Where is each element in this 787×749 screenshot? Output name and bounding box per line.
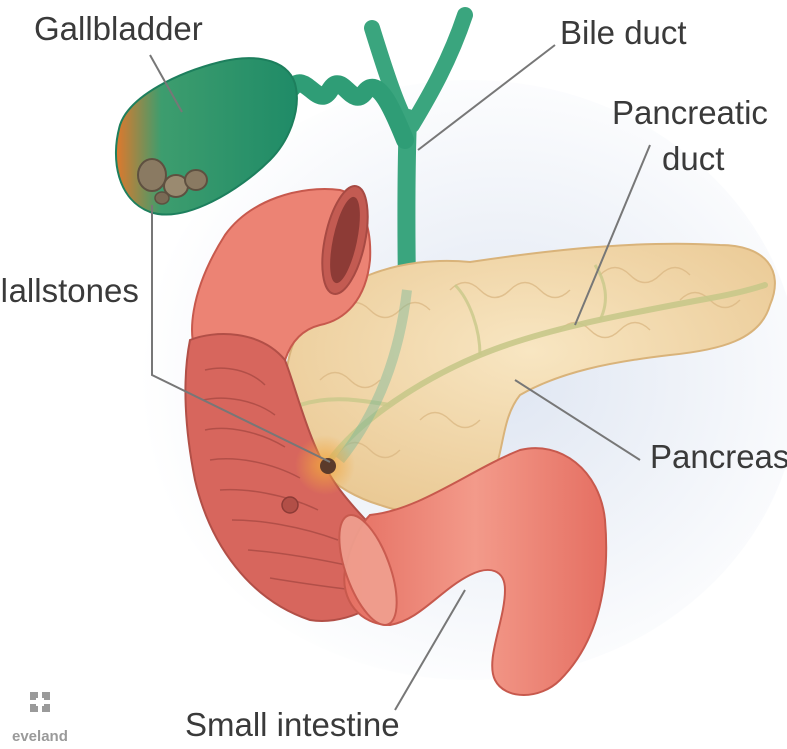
label-pancreas: Pancreas	[650, 440, 787, 473]
label-bile-duct: Bile duct	[560, 16, 687, 49]
label-pancreatic-duct-line2: duct	[662, 142, 724, 175]
label-gallstones: ǀallstones	[0, 274, 139, 307]
label-small-intestine: Small intestine	[185, 708, 400, 741]
logo-text: eveland	[12, 728, 68, 745]
label-gallbladder: Gallbladder	[34, 12, 203, 45]
logo-mark	[30, 692, 50, 712]
label-pancreatic-duct-line1: Pancreatic	[612, 96, 768, 129]
